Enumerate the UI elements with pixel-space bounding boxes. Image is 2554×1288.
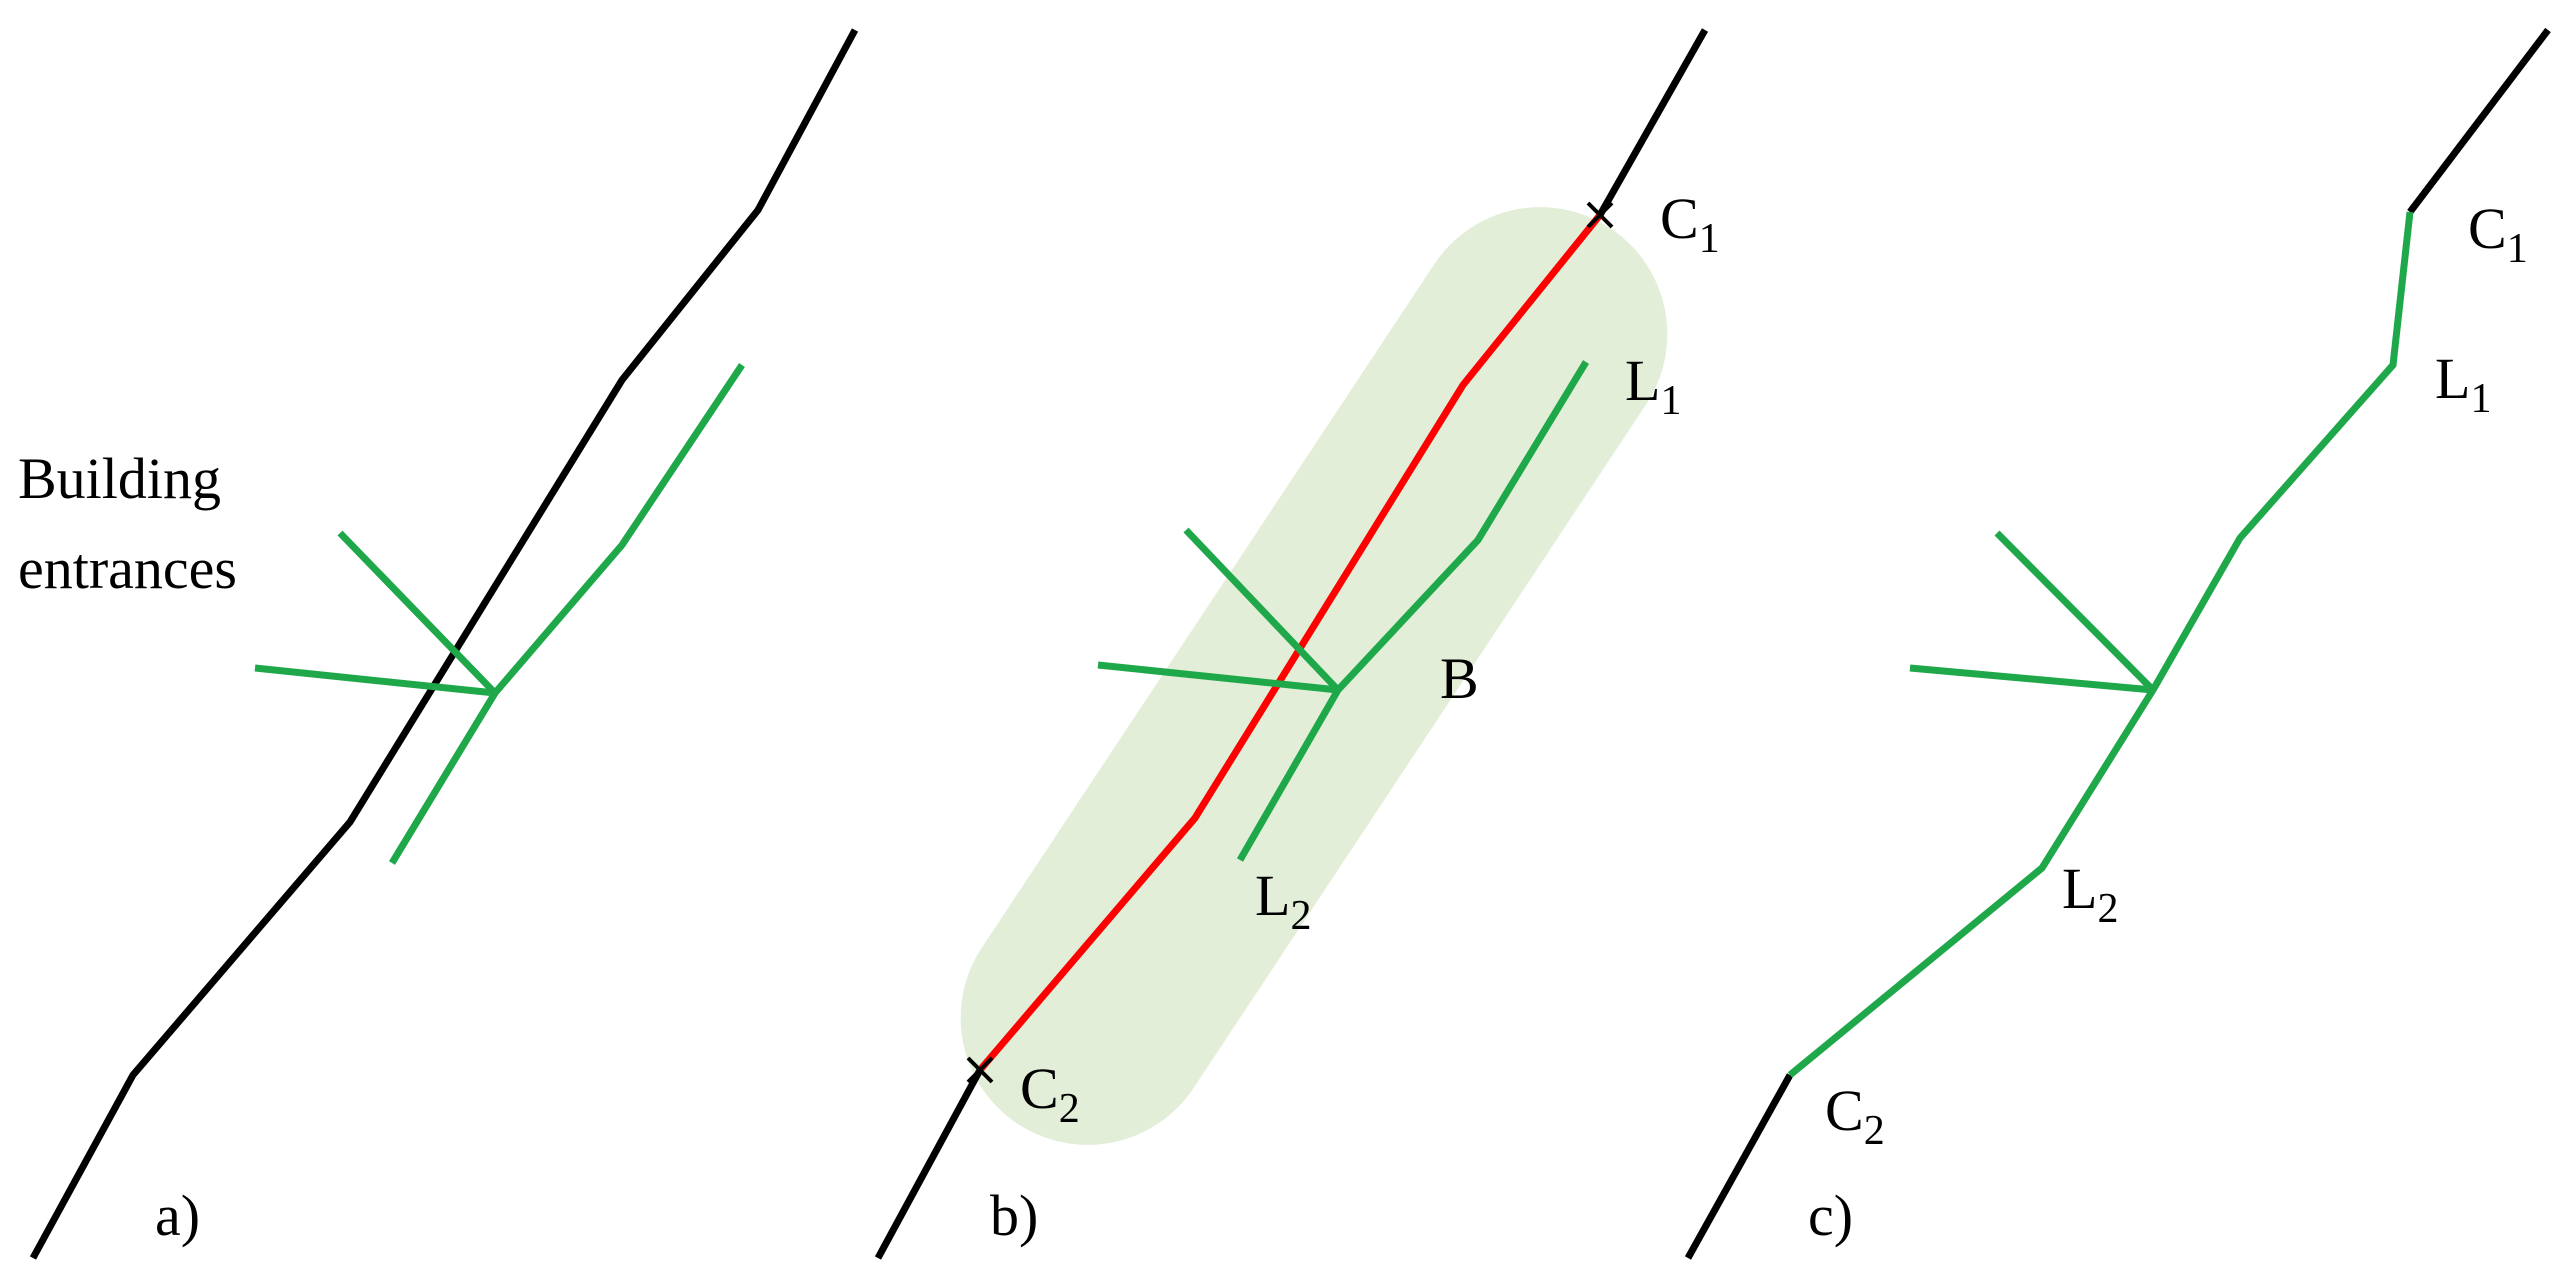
panel-c-tag: c) <box>1808 1183 1853 1248</box>
panel-b-entrance-link-1 <box>1183 527 1341 693</box>
panel-b-footpath-line <box>1236 360 1589 862</box>
panel-c-c1-letter: C <box>2468 196 2507 261</box>
panel-c-c2-label: C2 <box>1825 1078 1885 1154</box>
panel-b-c2-letter: C <box>1020 1056 1059 1121</box>
panel-c-footpath-route <box>1787 211 2414 1078</box>
panel-b-entrance-link-2 <box>1097 661 1339 694</box>
panel-b-road-top <box>1596 28 1709 217</box>
panel-c-road-bottom <box>1684 1073 1794 1260</box>
panel-b-c2-label: C2 <box>1020 1056 1080 1132</box>
panel-c-entrance-link-2 <box>1909 664 2154 694</box>
panel-c-l2-subscript: 2 <box>2097 886 2118 932</box>
building-entrances-label-line-2: entrances <box>18 536 237 601</box>
panel-c-l1-letter: L <box>2435 346 2470 411</box>
panel-c-c2-letter: C <box>1825 1078 1864 1143</box>
panel-b-road-bottom <box>874 1068 984 1260</box>
panel-b-l2-subscript: 2 <box>1290 893 1311 939</box>
c1-cross-marker <box>1586 201 1614 229</box>
panel-c-entrance-link-1 <box>1994 530 2156 693</box>
c2-cross-marker <box>966 1056 994 1084</box>
panel-b: C1 L1 B L2 C2 b) <box>874 28 1720 1260</box>
panel-c-road-top <box>2407 27 2551 215</box>
panel-c-l2-letter: L <box>2062 856 2097 921</box>
panel-b-c2-subscript: 2 <box>1059 1086 1080 1132</box>
panel-a: Building entrances a) <box>18 28 859 1260</box>
panel-c-c1-subscript: 1 <box>2507 226 2528 272</box>
panel-b-c1-letter: C <box>1660 186 1699 251</box>
panel-b-l2-label: L2 <box>1255 863 1311 939</box>
panel-b-l1-label: L1 <box>1625 348 1681 424</box>
panel-b-red-path <box>977 212 1603 1073</box>
panel-c-c2-subscript: 2 <box>1864 1108 1885 1154</box>
panel-a-footpath-line <box>389 363 745 865</box>
panel-a-road-line <box>29 28 859 1260</box>
panel-a-entrance-link-1 <box>337 530 498 696</box>
panel-c-l2-label: L2 <box>2062 856 2118 932</box>
panel-b-c1-subscript: 1 <box>1699 216 1720 262</box>
panel-b-l1-subscript: 1 <box>1660 378 1681 424</box>
panel-b-tag: b) <box>990 1183 1038 1248</box>
panel-b-l1-letter: L <box>1625 348 1660 413</box>
panel-b-c1-label: C1 <box>1660 186 1720 262</box>
building-entrances-label: Building <box>18 446 221 511</box>
building-entrances-label-line-1: Building <box>18 446 221 511</box>
panel-c: C1 L1 L2 C2 c) <box>1684 27 2551 1260</box>
panel-c-l1-subscript: 1 <box>2470 376 2491 422</box>
panel-c-c1-label: C1 <box>2468 196 2528 272</box>
panel-b-b-label: B <box>1440 646 1479 711</box>
panel-a-tag: a) <box>155 1183 200 1248</box>
panel-c-l1-label: L1 <box>2435 346 2491 422</box>
building-entrances-label-2: entrances <box>18 536 237 601</box>
buffer-area <box>960 207 1668 1145</box>
panel-a-entrance-link-2 <box>254 664 496 697</box>
panel-b-l2-letter: L <box>1255 863 1290 928</box>
